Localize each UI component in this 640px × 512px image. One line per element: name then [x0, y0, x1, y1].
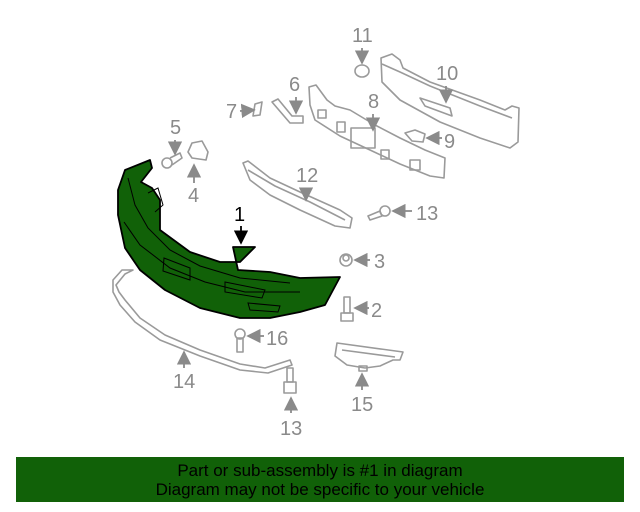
callout-8: 8	[368, 91, 379, 113]
callout-12: 12	[296, 165, 318, 187]
parts-diagram: 10 11 8 9 6 7 5 4	[112, 25, 520, 440]
callout-9: 9	[444, 131, 455, 153]
banner-line-1: Part or sub-assembly is #1 in diagram	[177, 460, 463, 480]
part-13-bolt-upper	[367, 205, 391, 221]
part-9-bracket	[404, 129, 426, 143]
part-7-clip	[252, 101, 263, 117]
callout-3: 3	[374, 251, 385, 273]
part-10-reinforcement	[380, 53, 520, 149]
callout-14: 15	[351, 394, 373, 416]
part-2-bolt	[340, 296, 354, 322]
part-6-bracket	[271, 98, 304, 124]
part-12-strip	[242, 160, 353, 229]
callout-16: 16	[266, 328, 288, 350]
banner-line-2: Diagram may not be specific to your vehi…	[155, 479, 485, 499]
part-4-bracket	[187, 140, 209, 161]
part-3-nut	[339, 253, 353, 267]
callout-13-upper: 13	[416, 203, 438, 225]
callout-7: 7	[226, 101, 237, 123]
part-16-bolt	[234, 328, 246, 353]
callout-6: 6	[289, 74, 300, 96]
part-11-clip	[354, 64, 370, 78]
part-15-molding	[112, 269, 293, 374]
part-8-absorber	[308, 84, 446, 179]
part-14-lamp-cover	[334, 342, 404, 372]
part-13-bolt-lower	[283, 367, 297, 394]
info-banner: Part or sub-assembly is #1 in diagram Di…	[16, 457, 624, 502]
callout-1: 1	[234, 204, 245, 226]
callout-13-lower: 13	[280, 418, 302, 440]
callout-11: 11	[352, 25, 373, 47]
part-5-bolt	[161, 152, 183, 169]
callout-15: 14	[173, 371, 195, 393]
callout-2: 2	[371, 300, 382, 322]
part-1-bumper-cover[interactable]	[117, 159, 341, 319]
callout-10: 10	[436, 63, 458, 85]
callout-5: 5	[170, 117, 181, 139]
callout-4: 4	[188, 185, 199, 207]
